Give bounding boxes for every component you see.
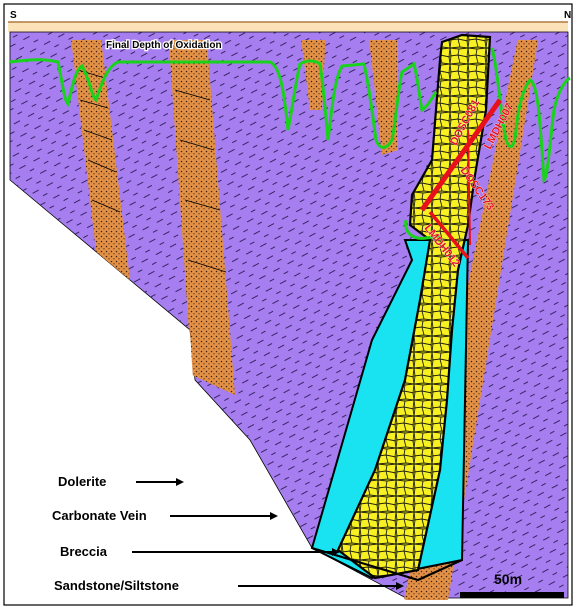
- scale-bar-label: 50m: [494, 571, 522, 587]
- topsoil-layer: [8, 22, 568, 32]
- legend-label-sandstone: Sandstone/Siltstone: [54, 578, 179, 593]
- legend-label-breccia: Breccia: [60, 544, 108, 559]
- oxidation-depth-label: Final Depth of Oxidation: [106, 40, 222, 51]
- legend-label-dolerite: Dolerite: [58, 474, 106, 489]
- section-end-south: S: [10, 10, 17, 21]
- legend-label-carbonate-vein: Carbonate Vein: [52, 508, 147, 523]
- section-end-north: N: [564, 10, 571, 21]
- scale-bar-line: [460, 592, 564, 598]
